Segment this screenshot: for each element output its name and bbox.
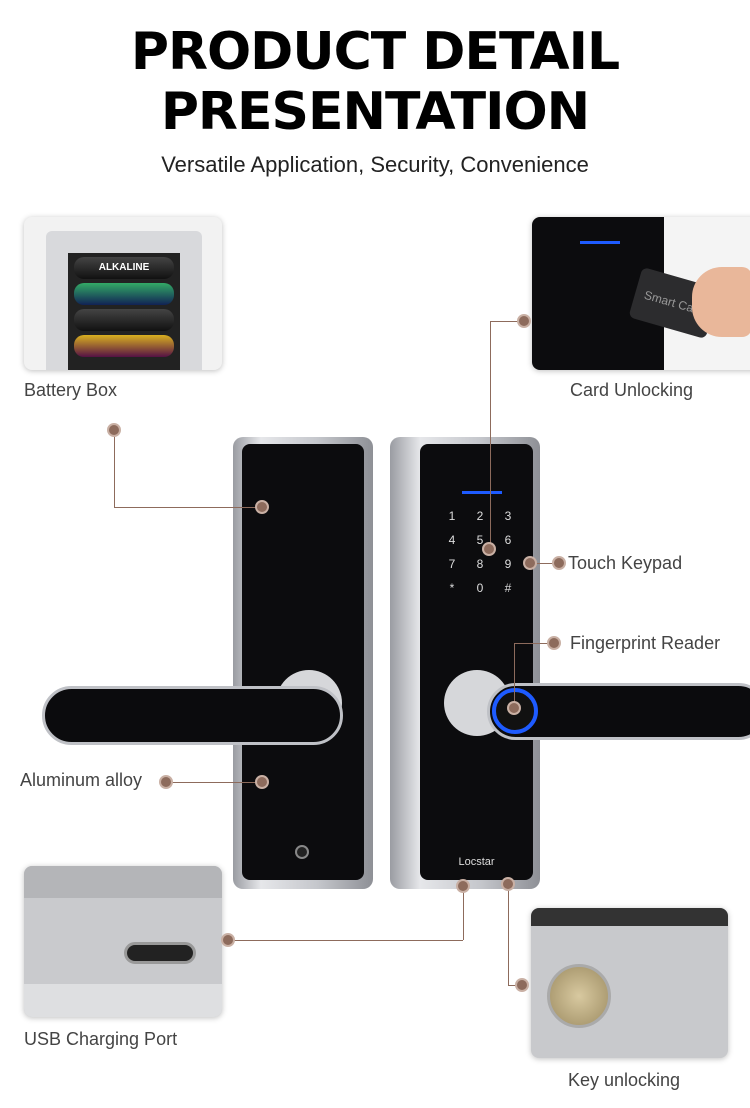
camera-icon [295,845,309,859]
key-7[interactable]: 7 [448,557,456,571]
title-line-1: PRODUCT DETAIL [130,22,620,82]
usb-port-image [24,866,222,1017]
outer-handle[interactable] [42,686,343,745]
key-hash[interactable]: # [504,581,512,595]
aluminum-alloy-label: Aluminum alloy [20,770,143,790]
key-8[interactable]: 8 [476,557,484,571]
title-line-2: PRESENTATION [160,82,590,142]
key-cylinder [547,964,611,1028]
key-2[interactable]: 2 [476,509,484,523]
key-1[interactable]: 1 [448,509,456,523]
card-unlocking-label: Card Unlocking [570,380,694,400]
key-4[interactable]: 4 [448,533,456,547]
touch-keypad-label: Touch Keypad [568,553,683,573]
callout-dot [107,423,121,437]
battery: ALKALINE [74,257,174,279]
battery-box-label: Battery Box [24,380,118,400]
callout-dot [221,933,235,947]
callout-dot [523,556,537,570]
callout-dot [501,877,515,891]
key-0[interactable]: 0 [476,581,484,595]
callout-dot [515,978,529,992]
usb-c-port [124,942,196,964]
indicator-light [462,491,502,494]
key-unlocking-label: Key unlocking [568,1070,681,1090]
key-5[interactable]: 5 [476,533,484,547]
callout-dot [159,775,173,789]
fingerprint-reader-label: Fingerprint Reader [570,633,721,653]
touch-keypad[interactable]: 1 2 3 4 5 6 7 8 9 * 0 # [438,509,522,595]
card-unlocking-image: Smart Card [532,217,750,370]
key-unlocking-image [531,908,728,1058]
subtitle: Versatile Application, Security, Conveni… [161,152,589,177]
battery-box-image: ALKALINE [24,217,222,370]
lock-outer-body [233,437,373,889]
callout-dot [456,879,470,893]
callout-dot [507,701,521,715]
callout-dot [255,775,269,789]
key-star[interactable]: * [449,581,455,595]
callout-dot [255,500,269,514]
callout-dot [552,556,566,570]
callout-dot [547,636,561,650]
key-6[interactable]: 6 [504,533,512,547]
callout-dot [482,542,496,556]
callout-dot [517,314,531,328]
brand-logo: Locstar [458,856,495,868]
key-9[interactable]: 9 [504,557,512,571]
usb-port-label: USB Charging Port [24,1029,178,1049]
key-3[interactable]: 3 [504,509,512,523]
lock-inner-body: 1 2 3 4 5 6 7 8 9 * 0 # Locstar [390,437,540,889]
